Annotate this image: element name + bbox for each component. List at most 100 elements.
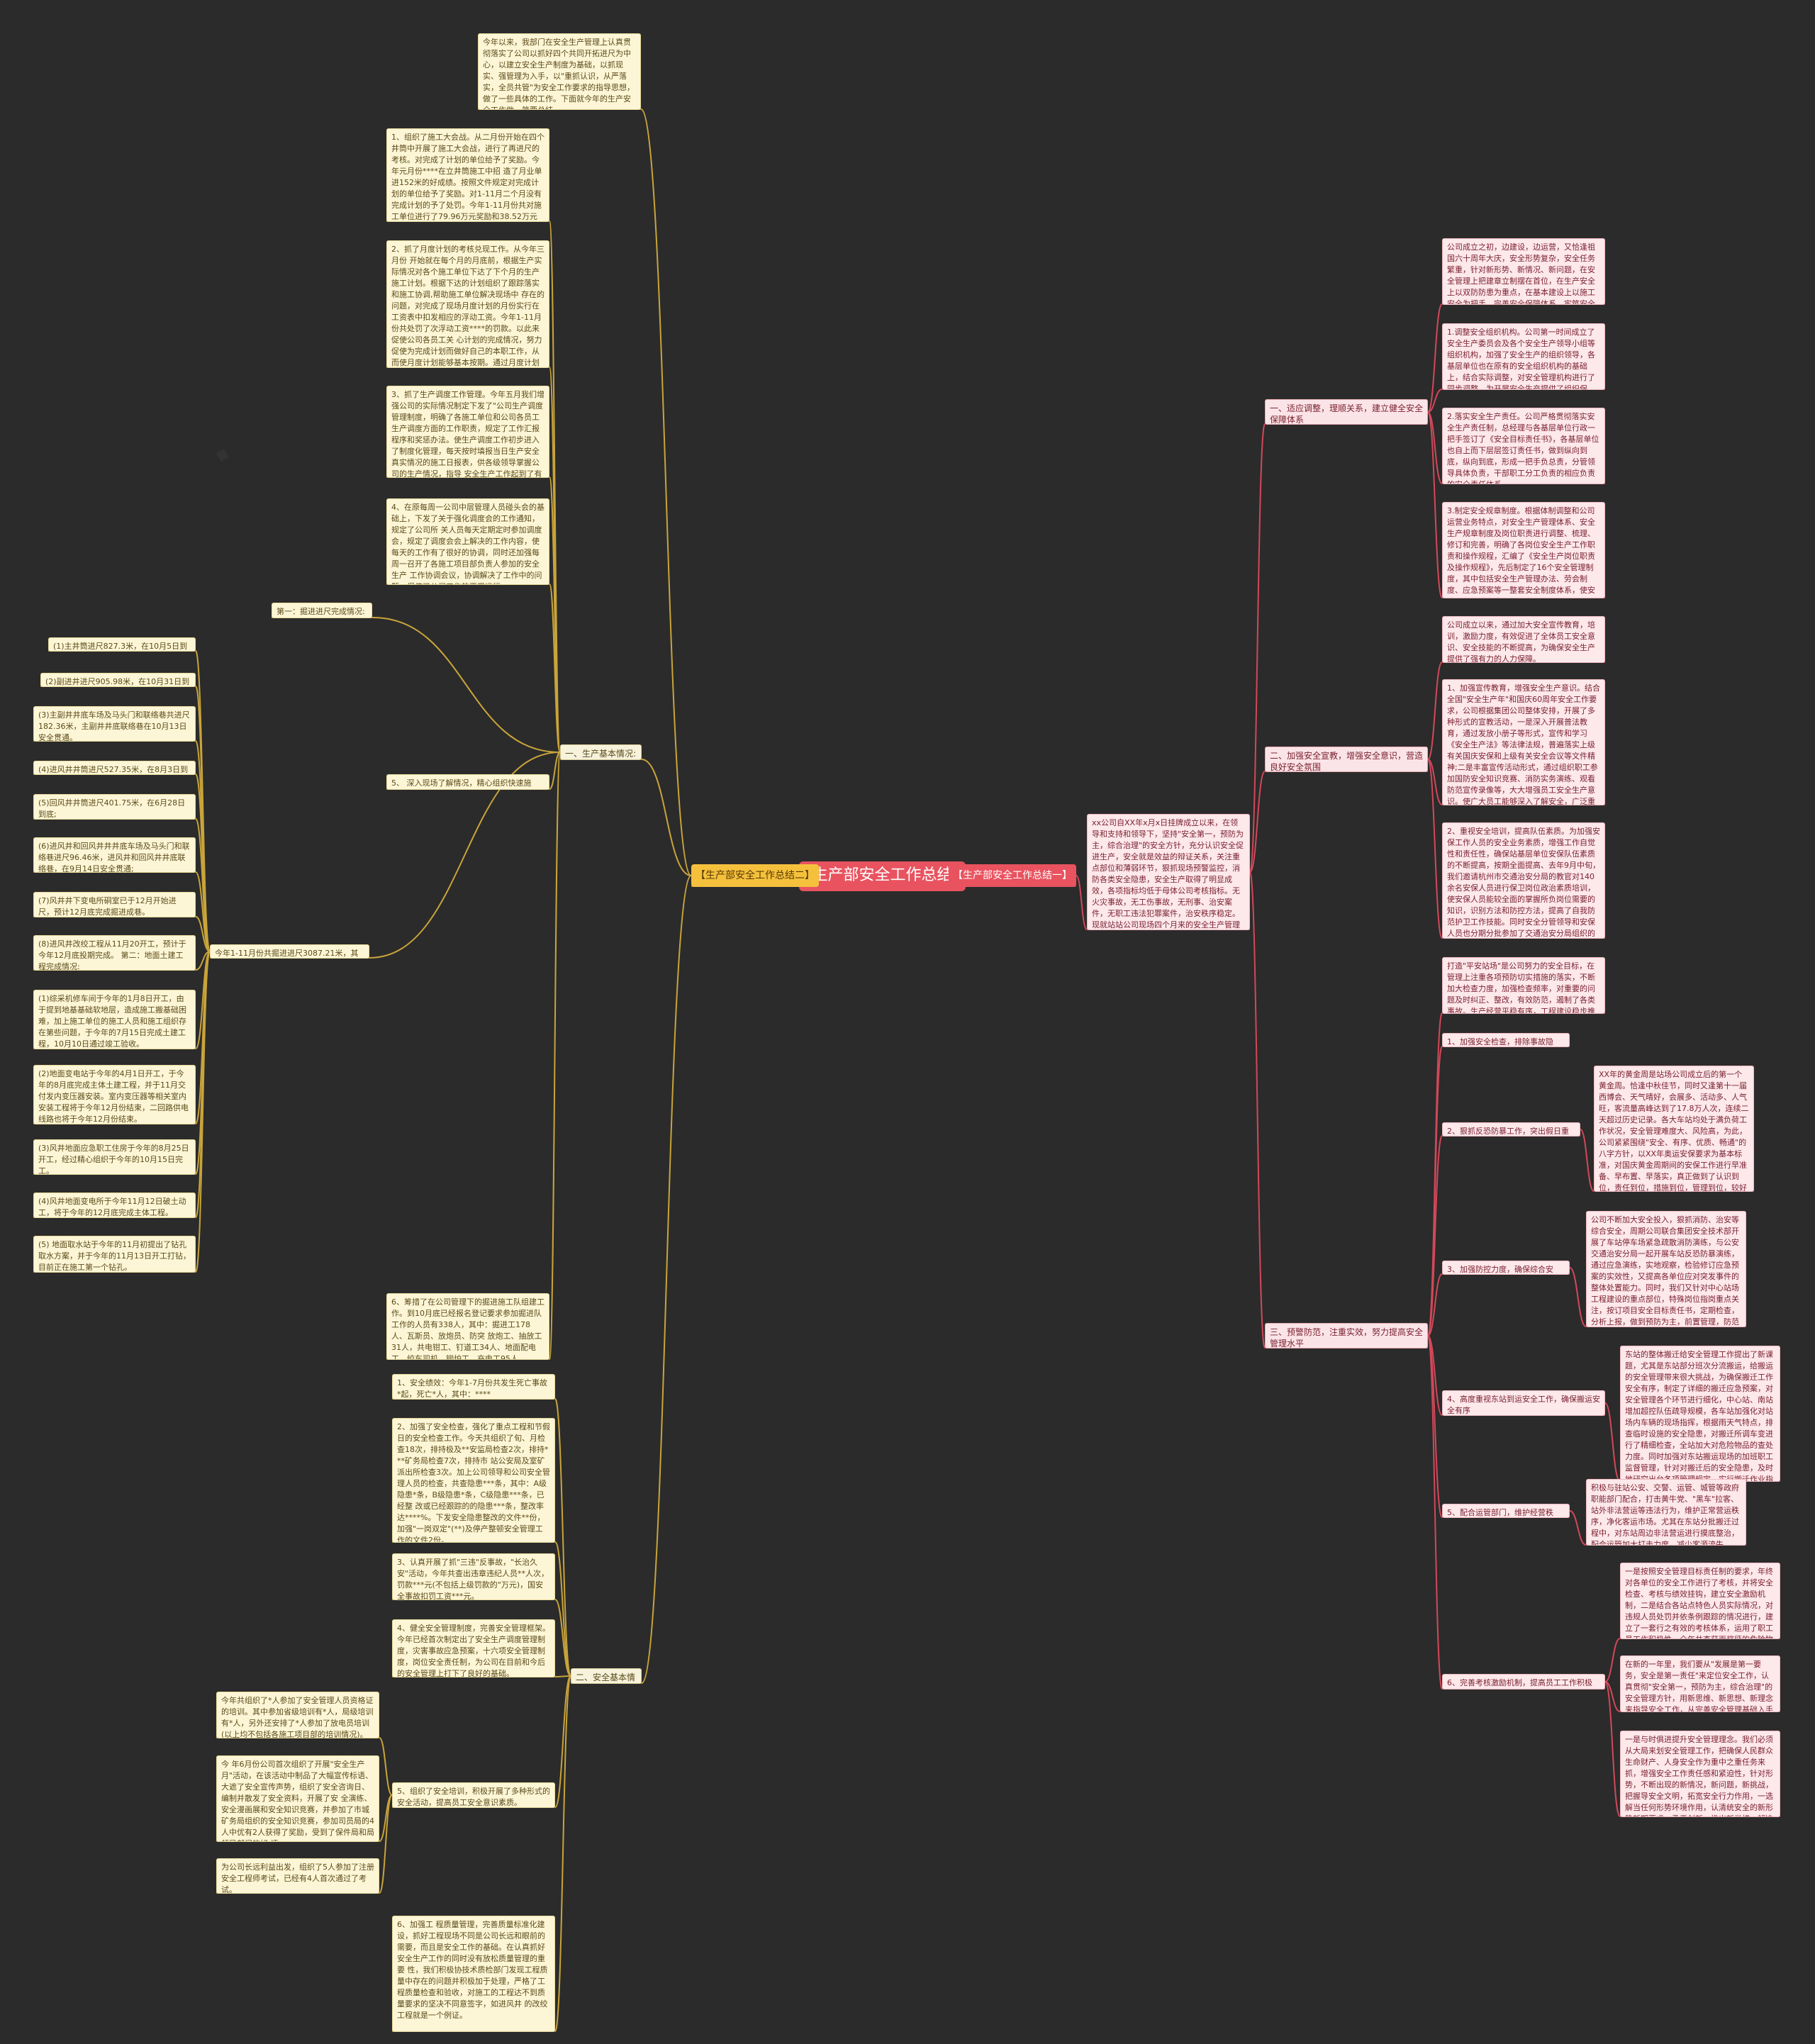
left-quality-management[interactable]: 6、加强工 程质量管理，完善质量标准化建设，抓好工程现场不同是公司长远和眼前的需… [392,1916,555,2032]
list-item[interactable]: (6)进风井和回风井井井底车场及马头门和联络巷进尺96.46米，进风井和回风井井… [33,837,196,873]
left-item-dispatch[interactable]: 3、抓了生产调度工作管理。今年五月我们增强公司的实际情况制定下发了"公司生产调度… [386,386,549,478]
right-system-intro[interactable]: 公司成立之初，边建设，边运营，又恰逢祖国六十周年大庆，安全形势复杂，安全任务繁重… [1442,238,1605,305]
left-safety-system[interactable]: 4、健全安全管理制度，完善安全管理框架。今年已经首次制定出了安全生产调度管理制度… [392,1619,555,1677]
right-prevention-detail[interactable]: 公司不断加大安全投入，狠抓消防、治安等综合安全，周期公司联合集团安全技术部开展了… [1586,1211,1746,1327]
connector-line [369,752,561,959]
connector-line [1580,1129,1595,1192]
connector-line [1427,1135,1443,1336]
connector-line [554,1675,571,2032]
right-item-incentive[interactable]: 6、完善考核激励机制，提高员工工作积极性。 [1442,1674,1605,1690]
right-responsibility[interactable]: 2.落实安全生产责任。公司严格贯彻落实安全生产责任制，总经理与各基层单位行政一把… [1442,408,1605,484]
connector-line [549,752,561,790]
left-item-site-inspection[interactable]: 5、 深入现场了解情况，精心组织快速施工。 [386,774,549,790]
connector-line [1604,1402,1621,1482]
list-item[interactable]: (2)副进井进尺905.98米，在10月31日到底; [40,673,196,687]
right-org-structure[interactable]: 1.调整安全组织机构。公司第一时间成立了安全生产委员会及各个安全生产领导小组等组… [1442,323,1605,390]
branch-summary-two[interactable]: 【生产部安全工作总结二】 [691,864,819,887]
connector-line [1249,771,1266,873]
connector-line [640,108,692,876]
connector-line [1427,389,1443,413]
right-relocation-detail[interactable]: 东站的整体搬迁给安全管理工作提出了新课题，尤其是东站部分班次分流搬运，给搬运的安… [1620,1346,1780,1482]
connector-line [641,875,692,1684]
connector-line [1604,1638,1621,1682]
connector-line [1427,759,1443,805]
connector-line [549,752,561,1360]
connector-line [1427,303,1443,413]
left-section-safety[interactable]: 二、安全基本情况 [571,1668,642,1684]
connector-line [379,1737,393,1796]
right-item-anti-terror[interactable]: 2、狠抓反恐防暴工作，突出假日重点 [1442,1122,1580,1137]
connector-line [1249,423,1266,873]
list-item[interactable]: (8)进风井改绞工程从11月20开工，预计于今年12月底投期完成。 第二：地面土… [33,935,196,971]
right-section-system[interactable]: 一、适应调整，理顺关系，建立健全安全保障体系 [1265,399,1428,425]
right-section-prevention[interactable]: 三、预警防范，注重实效，努力提高安全管理水平 [1265,1323,1428,1348]
connector-line [554,1398,571,1677]
connector-line [1249,871,1266,1348]
right-publicity[interactable]: 1、加强宣传教育，增强安全生产意识。结合全国"安全生产年"和国庆60周年安全工作… [1442,679,1605,805]
right-prevention-intro[interactable]: 打造"平安站场"是公司努力的安全目标，在管理上注重各项预防切实措施的落实，不断加… [1442,957,1605,1014]
left-first-progress[interactable]: 第一：掘进进尺完成情况: [272,603,372,618]
left-safety-inspection[interactable]: 2、加强了安全检查，强化了重点工程和节假日的安全检查工作。今天共组织了旬、月检查… [392,1418,555,1543]
connector-line [1604,1681,1621,1712]
connector-line [1569,1510,1587,1546]
connector-line [1427,759,1443,939]
right-section-education[interactable]: 二、加强安全宣教，增强安全意识，营造良好安全氛围 [1265,747,1428,772]
left-intro-text[interactable]: 今年以来，我部门在安全生产管理上认真贯彻落实了公司以抓好四个共同开拓进尺为中心，… [478,33,641,110]
left-section-production[interactable]: 一、生产基本情况: [560,744,642,760]
connector-line [1076,875,1088,930]
right-item-relocation[interactable]: 4、高度重视东站到运安全工作，确保搬运安全有序 [1442,1390,1605,1416]
list-item[interactable]: (3)主副井井底车场及马头门和联络巷共进尺182.36米，主副井井底联络巷在10… [33,706,196,742]
left-engineer-exam[interactable]: 为公司长远利益出发，组织了5人参加了注册安全工程师考试，已经有4人首次通过了考试… [216,1858,379,1894]
list-item[interactable]: (5)回风井井筒进尺401.75米，在6月28日到底; [33,794,196,820]
central-topic[interactable]: 生产部安全工作总结 [799,861,966,891]
right-item-inspection[interactable]: 1、加强安全检查，排除事故隐患。 [1442,1033,1570,1047]
connector-line [1427,1335,1443,1518]
list-item[interactable]: (2)地面变电站于今年的4月1日开工，于今年的8月底完成主体土建工程，并于11月… [33,1065,196,1124]
right-intro-text[interactable]: xx公司自XX年x月x日挂牌成立以来，在领导和支持和领导下，坚持"安全第一，预防… [1087,814,1250,930]
connector-line [372,617,561,753]
left-item-monthly-plan[interactable]: 2、抓了月度计划的考核兑现工作。从今年三月份 开始就在每个月的月底前，根据生产实… [386,240,549,368]
right-order-detail[interactable]: 积极与驻站公安、交警、运管、城管等政府职能部门配合，打击黄牛党、"黑车"拉客、站… [1586,1479,1746,1546]
list-item[interactable]: (1)主井筒进尺827.3米，在10月5日到底; [48,637,196,652]
left-item-construction-campaign[interactable]: 1、组织了施工大会战。从二月份开始在四个井筒中开展了施工大会战，进行了再进尺的考… [386,128,549,222]
connector-line [641,759,692,876]
left-safety-performance[interactable]: 1、安全绩效：今年1-7月份共发生死亡事故*起，死亡*人，其中：**** [392,1374,555,1400]
list-item[interactable]: (5) 地面取水站于今年的11月初提出了钻孔取水方案，并于今年的11月13日开工… [33,1236,196,1273]
right-education-intro[interactable]: 公司成立以来，通过加大安全宣传教育，培训，激励力度，有效促进了全体员工安全意识、… [1442,616,1605,663]
branch-summary-one[interactable]: 【生产部安全工作总结一】 [949,864,1076,887]
connector-line [1427,1046,1443,1336]
connector-line [1427,661,1443,760]
connector-line [549,583,561,753]
right-regulations[interactable]: 3.制定安全规章制度。根据体制调整和公司运营业务特点，对安全生产管理体系、安全生… [1442,502,1605,598]
right-anti-terror-detail[interactable]: XX年的黄金周是站场公司成立后的第一个黄金周。恰逢中秋佳节，同时又逢第十一届西博… [1594,1066,1754,1192]
left-item-team-building[interactable]: 6、筹措了在公司管理下的掘进施工队组建工作。到10月底已经报名登记要求参加掘进队… [386,1293,549,1360]
list-item[interactable]: (4)进风井井筒进尺527.35米，在8月3日到底; [33,761,196,775]
connector-line [1427,1335,1443,1416]
connector-line [554,1541,571,1677]
left-item-meeting[interactable]: 4、在原每周一公司中层管理人员碰头会的基础上，下发了关于强化调度会的工作通知，规… [386,498,549,585]
connector-line [379,1794,393,1894]
right-item-order[interactable]: 5、配合运管部门，维护经营秩序。 [1442,1504,1570,1518]
connector-line [1427,1335,1443,1690]
left-safety-month[interactable]: 今 年6月份公司首次组织了开展"安全生产月"活动，在该活动中制品了大幅宣传标语、… [216,1755,379,1842]
right-training[interactable]: 2、重视安全培训，提高队伍素质。为加强安保工作人员的安全业务素质，增强工作自觉性… [1442,822,1605,939]
list-item[interactable]: (4)风井地面变电所于今年11月12日破土动工，将于今年的12月底完成主体工程。 [33,1193,196,1218]
connector-line [554,1675,571,1677]
connector-line [195,951,211,1273]
left-three-violations[interactable]: 3、认真开展了抓"三违"反事故，"长治久安"活动，今年共查出违章违纪人员**人次… [392,1553,555,1600]
right-incentive-detail[interactable]: 一是按照安全管理目标责任制的要求，年终对各单位的安全工作进行了考核，并将安全检查… [1620,1563,1780,1639]
list-item[interactable]: (7)风井井下变电所硐室已于12月开始进尺，预计12月底完成掘进成巷。 [33,892,196,917]
connector-line [1427,411,1443,484]
connector-line [195,916,211,952]
right-item-prevention-control[interactable]: 3、加强防控力度，确保综合安全。 [1442,1261,1570,1275]
connector-line [1569,1267,1587,1327]
left-training-detail[interactable]: 今年共组织了*人参加了安全管理人员资格证的培训。其中参加省级培训有*人，局级培训… [216,1692,379,1738]
right-new-year-plan[interactable]: 在新的一年里，我们要从"发展是第一要务，安全是第一责任"来定位安全工作，认真贯彻… [1620,1655,1780,1712]
right-concept-upgrade[interactable]: 一是与时俱进提升安全管理理念。我们必须从大局来划安全管理工作，把确保人民群众生命… [1620,1731,1780,1817]
left-footage-total[interactable]: 今年1-11月份共掘进进尺3087.21米，其中: [210,944,369,959]
left-safety-training[interactable]: 5、组织了安全培训，积极开展了多种形式的安全活动，提高员工安全意识素质。 [392,1782,555,1808]
list-item[interactable]: (1)综采机修车间于今年的1月8日开工，由于提到地基基础软地层，造成施工搬基础困… [33,990,196,1049]
list-item[interactable]: (3)风井地面应急职工住房于今年的8月25日开工，经过精心组织于今年的10月15… [33,1139,196,1175]
connector-line [1427,1273,1443,1336]
connector-line [195,871,211,952]
